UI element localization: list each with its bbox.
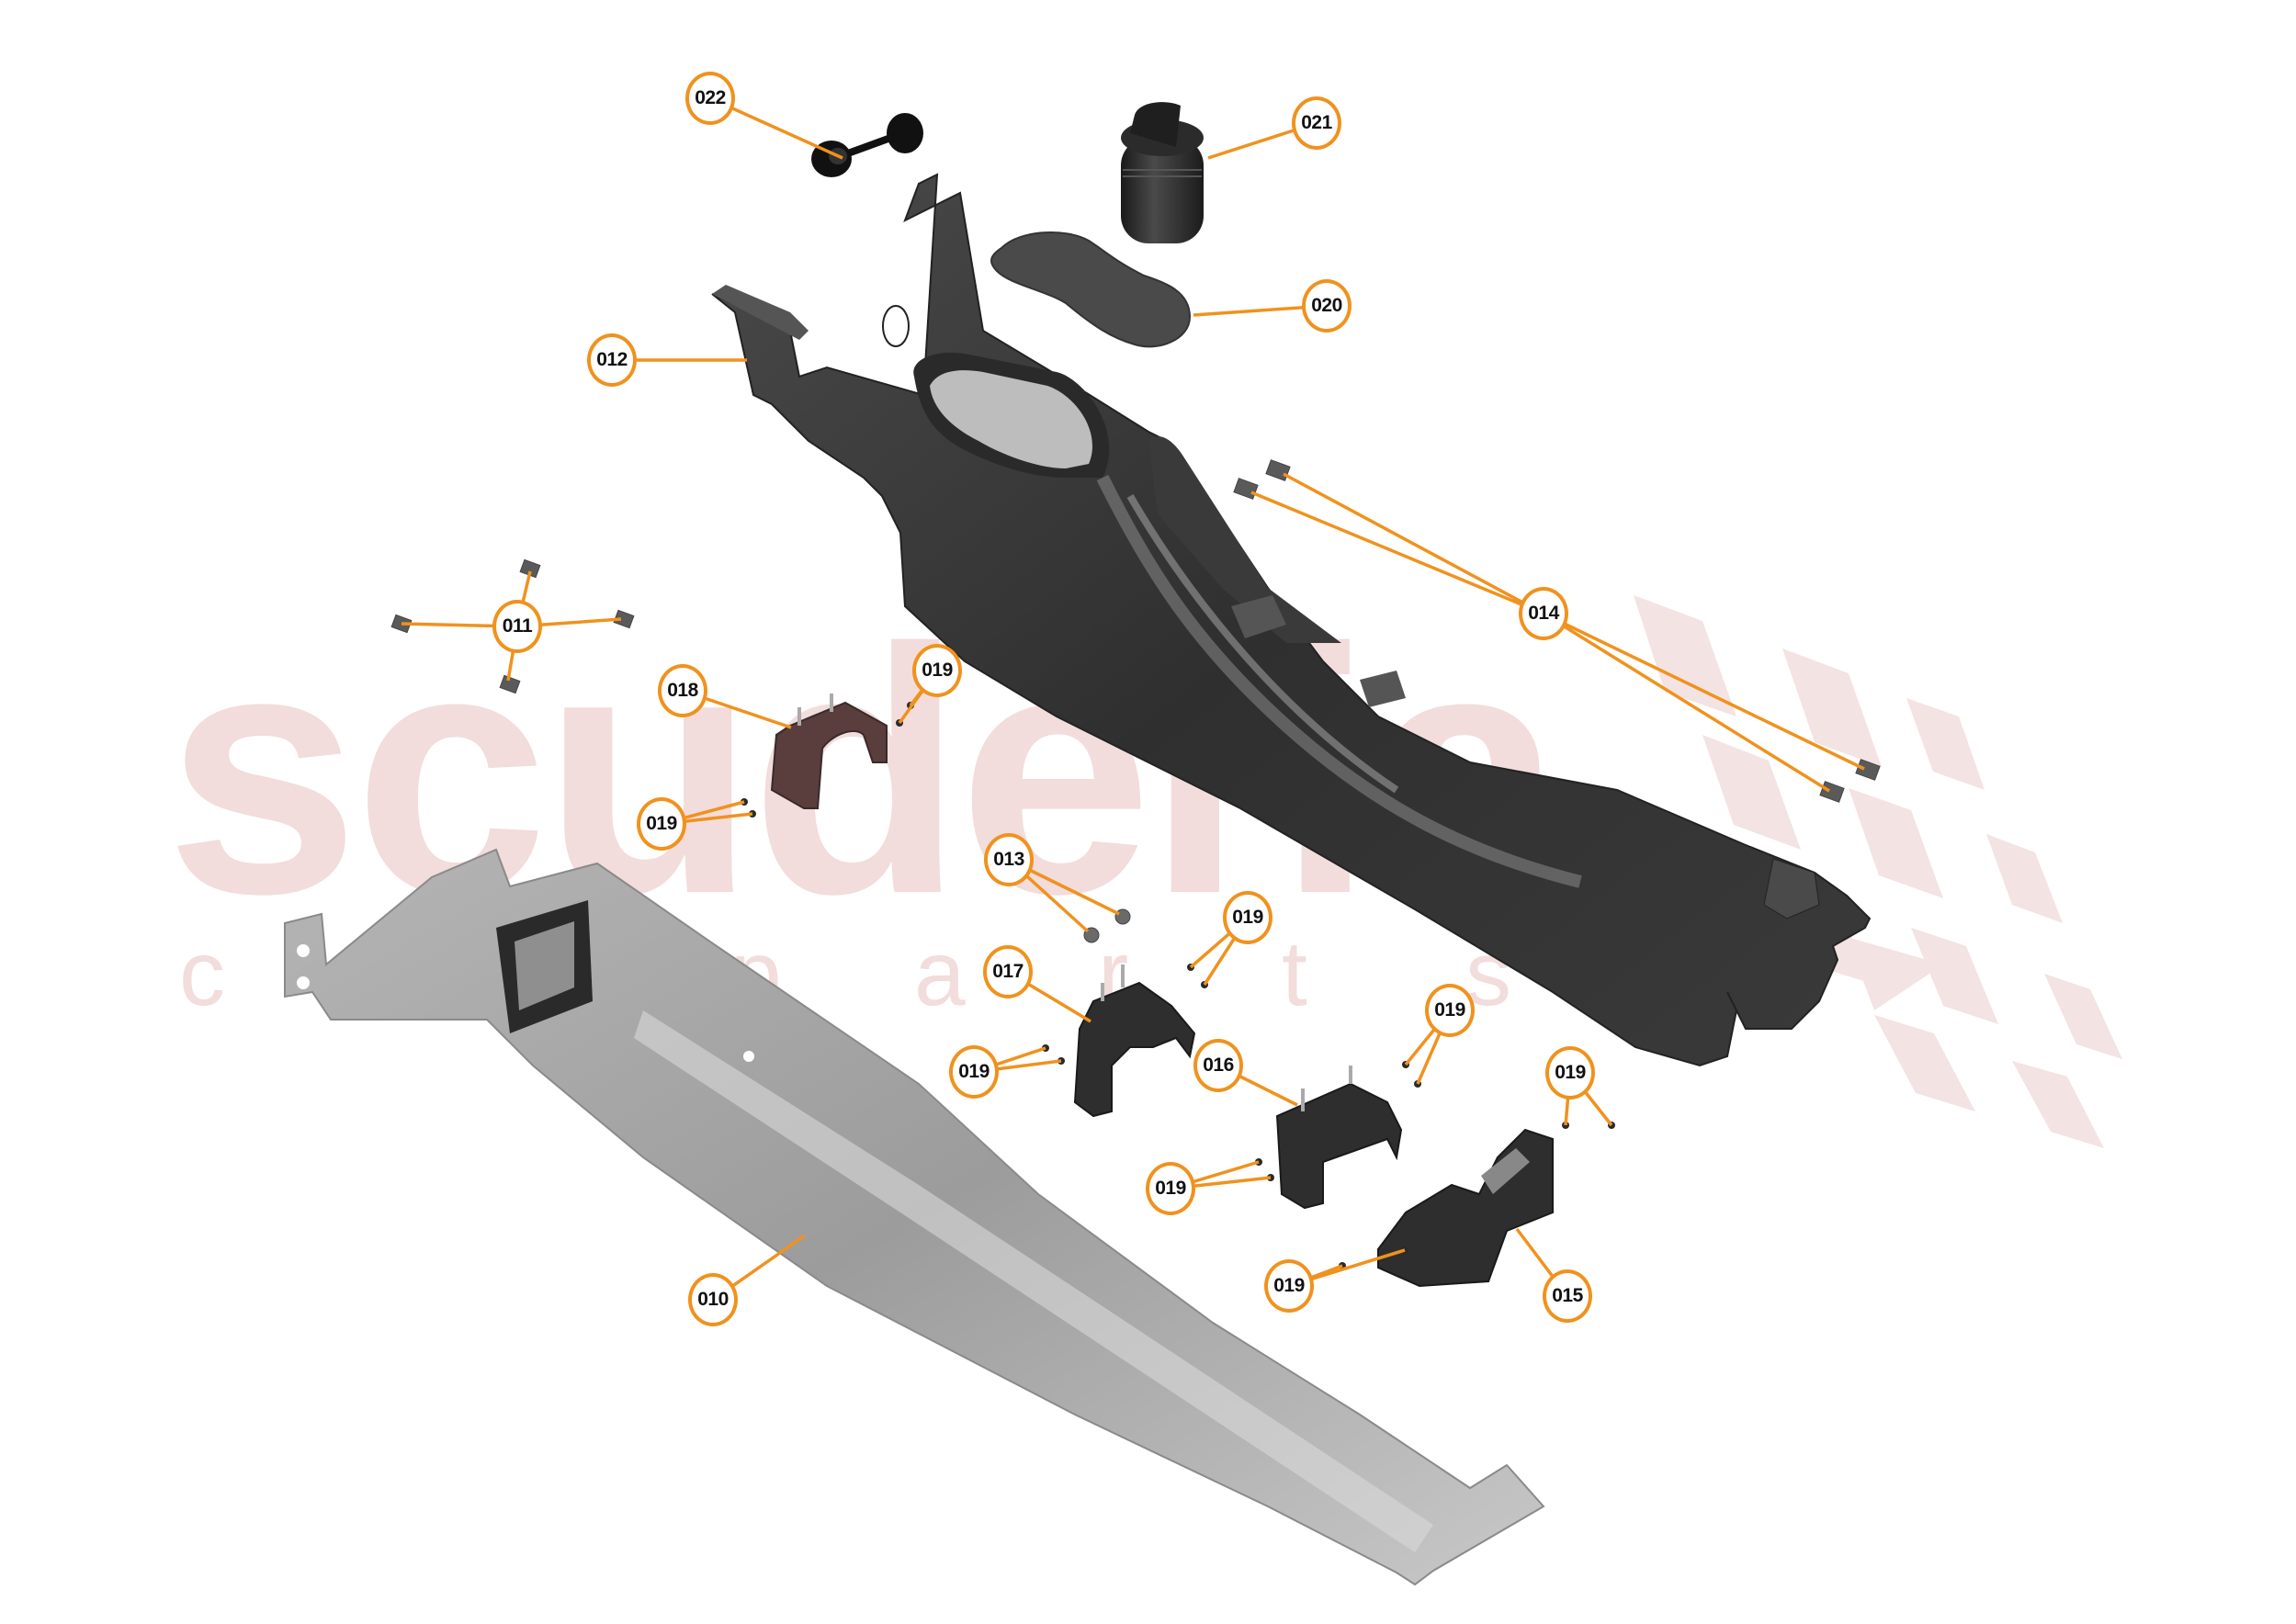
part-017-bracket: [1073, 964, 1196, 1118]
part-015-support: [1377, 1128, 1554, 1288]
part-022-socket: [811, 113, 923, 177]
part-018-bracket: [770, 694, 888, 809]
callout-018[interactable]: 018: [658, 664, 707, 717]
callout-020[interactable]: 020: [1302, 279, 1352, 333]
callout-022[interactable]: 022: [685, 72, 735, 125]
callout-016[interactable]: 016: [1193, 1039, 1243, 1092]
callout-017[interactable]: 017: [983, 945, 1033, 998]
watermark-letter: a: [914, 922, 966, 1025]
leader-line-014: [1283, 472, 1544, 615]
part-020-mat: [990, 231, 1192, 348]
watermark-letter: t: [1282, 922, 1307, 1025]
watermark-letter: c: [179, 922, 225, 1025]
part-010-tunnel: [284, 848, 1545, 1586]
leader-line-014: [1543, 612, 1865, 771]
callout-011[interactable]: 011: [492, 600, 542, 653]
callout-012[interactable]: 012: [587, 333, 637, 387]
callout-019g[interactable]: 019: [1146, 1162, 1195, 1215]
callout-013[interactable]: 013: [984, 833, 1034, 886]
callout-019a[interactable]: 019: [912, 644, 962, 697]
callout-014[interactable]: 014: [1519, 587, 1568, 640]
callout-019b[interactable]: 019: [637, 797, 686, 851]
callout-019h[interactable]: 019: [1264, 1259, 1314, 1313]
callout-019f[interactable]: 019: [1545, 1046, 1595, 1100]
leader-line-014: [1250, 491, 1544, 615]
part-012-console: [711, 173, 1872, 1067]
leader-line-014: [1543, 612, 1830, 793]
callout-021[interactable]: 021: [1292, 96, 1341, 150]
callout-015[interactable]: 015: [1543, 1269, 1592, 1323]
callout-019c[interactable]: 019: [1223, 891, 1272, 944]
callout-019e[interactable]: 019: [1425, 984, 1475, 1037]
part-016-bracket: [1275, 1066, 1403, 1210]
callout-010[interactable]: 010: [688, 1273, 738, 1326]
part-021-cup-holder: [1121, 102, 1204, 243]
callout-019d[interactable]: 019: [949, 1045, 999, 1099]
